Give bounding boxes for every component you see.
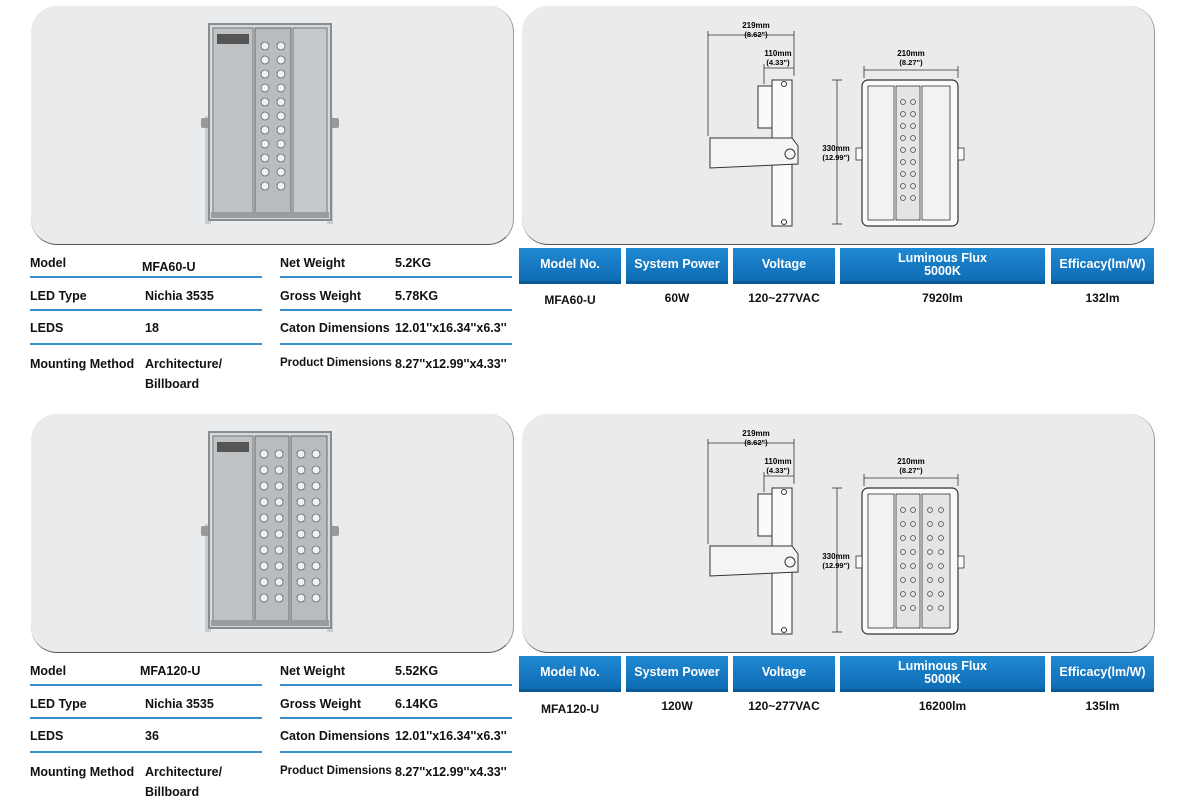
leds-label: LEDS — [30, 321, 64, 335]
leds-label: LEDS — [30, 729, 64, 743]
cell-efficacy: 135lm — [1085, 699, 1120, 713]
divider — [30, 343, 262, 345]
divider — [280, 276, 512, 278]
divider — [30, 717, 262, 719]
model-label: Model — [30, 664, 67, 678]
gross-weight-label: Gross Weight — [280, 289, 362, 303]
product-dimensions-value: 8.27''x12.99''x4.33'' — [395, 765, 507, 779]
header-luminous-flux-line1: Luminous Flux — [898, 250, 987, 265]
dimension-drawing: 219mm (8.62") 110mm (4.33") 210mm (8.27"… — [707, 21, 965, 227]
dimension-drawing: 219mm (8.62") 110mm (4.33") 210mm (8.27"… — [707, 429, 965, 635]
caton-dimensions-value: 12.01''x16.34''x6.3'' — [395, 321, 507, 335]
depth-dimension-in: (8.62") — [744, 30, 768, 39]
cell-model-no: MFA120-U — [540, 702, 599, 716]
caton-dimensions-label: Caton Dimensions — [280, 729, 390, 743]
product-photo-panel — [31, 6, 514, 245]
header-voltage: Voltage — [733, 248, 835, 284]
header-model-no: Model No. — [519, 656, 621, 692]
mounting-value-1: Architecture/ — [145, 765, 223, 779]
net-weight-value: 5.2KG — [395, 256, 432, 270]
dimension-drawing-panel: 219mm (8.62") 110mm (4.33") 210mm (8.27"… — [522, 6, 1155, 245]
mounting-label: Mounting Method — [30, 765, 135, 779]
product-dimensions-label: Product Dimensions — [280, 765, 392, 777]
height-dimension: 330mm — [822, 144, 850, 153]
bracket-dimension: 110mm — [764, 49, 791, 58]
header-efficacy: Efficacy(lm/W) — [1051, 248, 1154, 284]
height-dimension-in: (12.99") — [822, 153, 850, 162]
divider — [30, 751, 262, 753]
header-system-power: System Power — [626, 656, 728, 692]
led-type-label: LED Type — [30, 289, 87, 303]
width-dimension-in: (8.27") — [899, 466, 923, 475]
leds-value: 36 — [145, 729, 159, 743]
model-label: Model — [30, 256, 67, 270]
mounting-value-1: Architecture/ — [145, 357, 223, 371]
header-luminous-flux-line1: Luminous Flux — [898, 658, 987, 673]
caton-dimensions-value: 12.01''x16.34''x6.3'' — [395, 729, 507, 743]
led-type-label: LED Type — [30, 697, 87, 711]
cell-efficacy: 132lm — [1085, 291, 1120, 305]
mounting-value-2: Billboard — [145, 785, 200, 799]
header-model-no: Model No. — [519, 248, 621, 284]
header-luminous-flux-line2: 5000K — [924, 671, 961, 686]
depth-dimension: 219mm — [742, 429, 770, 438]
divider — [30, 276, 262, 278]
mounting-label: Mounting Method — [30, 357, 135, 371]
cell-system-power: 60W — [664, 291, 690, 305]
cell-luminous-flux: 7920lm — [922, 291, 963, 305]
depth-dimension: 219mm — [742, 21, 770, 30]
product-dimensions-label: Product Dimensions — [280, 357, 392, 369]
cell-model-no: MFA60-U — [544, 293, 596, 307]
header-efficacy: Efficacy(lm/W) — [1051, 656, 1154, 692]
bracket-dimension-in: (4.33") — [766, 466, 790, 475]
led-type-value: Nichia 3535 — [145, 289, 214, 303]
cell-voltage: 120~277VAC — [748, 291, 820, 305]
product-dimensions-value: 8.27''x12.99''x4.33'' — [395, 357, 507, 371]
height-dimension-in: (12.99") — [822, 561, 850, 570]
header-voltage: Voltage — [733, 656, 835, 692]
caton-dimensions-label: Caton Dimensions — [280, 321, 390, 335]
width-dimension-in: (8.27") — [899, 58, 923, 67]
net-weight-value: 5.52KG — [395, 664, 439, 678]
bracket-dimension-in: (4.33") — [766, 58, 790, 67]
divider — [280, 309, 512, 311]
net-weight-label: Net Weight — [280, 256, 346, 270]
cell-system-power: 120W — [661, 699, 693, 713]
header-system-power: System Power — [626, 248, 728, 284]
product-section-mfa120: 219mm (8.62") 110mm (4.33") 210mm (8.27"… — [0, 408, 1179, 808]
floodlight-photo — [201, 431, 339, 632]
gross-weight-label: Gross Weight — [280, 697, 362, 711]
dimension-drawing-panel: 219mm (8.62") 110mm (4.33") 210mm (8.27"… — [522, 414, 1155, 653]
leds-value: 18 — [145, 321, 159, 335]
bracket-dimension: 110mm — [764, 457, 791, 466]
width-dimension: 210mm — [897, 49, 925, 58]
product-photo-panel — [31, 414, 514, 653]
divider — [280, 751, 512, 753]
header-luminous-flux: Luminous Flux 5000K — [840, 248, 1045, 284]
divider — [280, 343, 512, 345]
height-dimension: 330mm — [822, 552, 850, 561]
gross-weight-value: 5.78KG — [395, 289, 439, 303]
product-section-mfa60: 219mm (8.62") 110mm (4.33") 210mm (8.27"… — [0, 0, 1179, 400]
header-luminous-flux-line2: 5000K — [924, 263, 961, 278]
floodlight-photo — [201, 23, 339, 224]
depth-dimension-in: (8.62") — [744, 438, 768, 447]
divider — [280, 684, 512, 686]
divider — [280, 717, 512, 719]
mounting-value-2: Billboard — [145, 377, 200, 391]
header-luminous-flux: Luminous Flux 5000K — [840, 656, 1045, 692]
cell-voltage: 120~277VAC — [748, 699, 820, 713]
gross-weight-value: 6.14KG — [395, 697, 439, 711]
divider — [30, 684, 262, 686]
led-type-value: Nichia 3535 — [145, 697, 214, 711]
net-weight-label: Net Weight — [280, 664, 346, 678]
model-value: MFA60-U — [142, 260, 196, 274]
model-value: MFA120-U — [140, 664, 201, 678]
cell-luminous-flux: 16200lm — [918, 699, 967, 713]
divider — [30, 309, 262, 311]
width-dimension: 210mm — [897, 457, 925, 466]
